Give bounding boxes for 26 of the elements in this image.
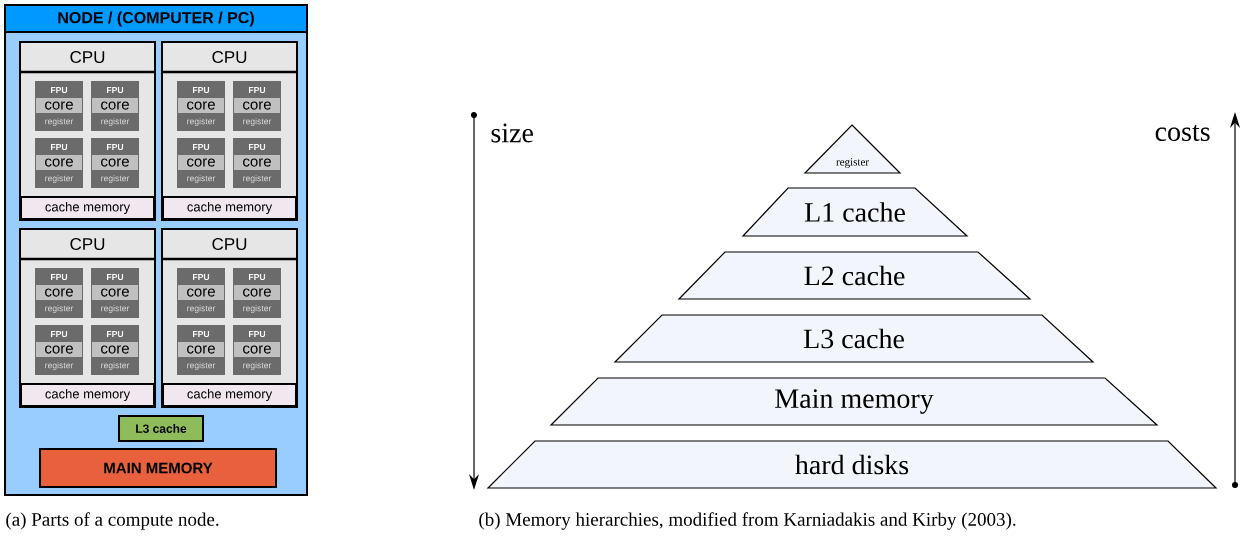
core-box: FPU core register [35, 81, 83, 131]
core-box: FPU core register [177, 325, 225, 375]
core-box: FPU core register [35, 268, 83, 318]
core-box: FPU core register [233, 325, 281, 375]
core-box: FPU core register [91, 81, 139, 131]
core-box: FPU core register [91, 268, 139, 318]
core-box: FPU core register [233, 138, 281, 188]
memory-box: MAIN MEMORY [39, 448, 277, 488]
cache-box: L3 cache [118, 415, 204, 442]
core-box: FPU core register [91, 325, 139, 375]
cache-box: cache memory [20, 196, 155, 220]
core-box: FPU core register [233, 268, 281, 318]
caption: (b) Memory hierarchies, modified from Karniadakis and Kirby (2003). [479, 512, 1016, 530]
core-box: FPU core register [177, 138, 225, 188]
core-box: FPU core register [177, 268, 225, 318]
core-box: FPU core register [91, 138, 139, 188]
core-box: FPU core register [35, 138, 83, 188]
cache-box: cache memory [162, 383, 297, 407]
axis-label: size [491, 123, 533, 143]
axis-label: costs [1155, 125, 1210, 142]
core-box: FPU core register [35, 325, 83, 375]
caption: (a) Parts of a compute node. [6, 512, 219, 530]
core-box: FPU core register [177, 81, 225, 131]
cache-box: cache memory [20, 383, 155, 407]
core-box: FPU core register [233, 81, 281, 131]
cache-box: cache memory [162, 196, 297, 220]
